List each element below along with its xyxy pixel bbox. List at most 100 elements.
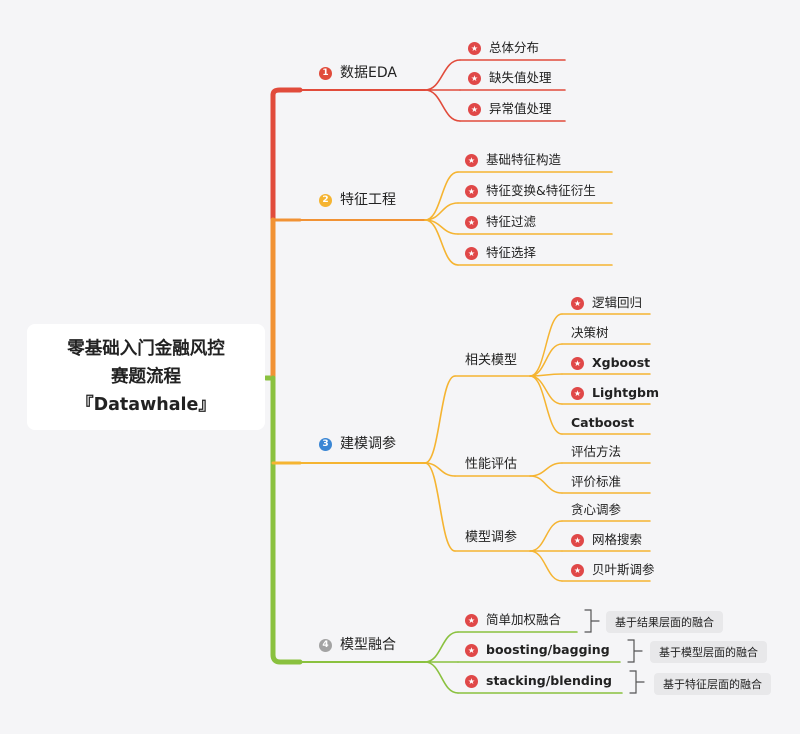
leaf-node[interactable]: ★ 简单加权融合 xyxy=(465,612,561,628)
number-badge-icon: 3 xyxy=(319,437,332,451)
branch3-connector xyxy=(424,462,456,552)
star-badge-icon: ★ xyxy=(468,102,481,116)
leaf-node[interactable]: ★ 异常值处理 xyxy=(468,101,552,117)
branch1-connector xyxy=(424,59,461,91)
leaf-node[interactable]: ★ Xgboost xyxy=(571,355,650,371)
branch4-connector xyxy=(424,661,459,694)
leaf-label: 网格搜索 xyxy=(592,532,643,547)
leaf-node[interactable]: ★ 基础特征构造 xyxy=(465,152,561,168)
leaf-label: 简单加权融合 xyxy=(486,612,562,627)
leaf-node[interactable]: ★ 贝叶斯调参 xyxy=(571,562,655,578)
trunk-green-line xyxy=(270,375,303,665)
leaf-label: Catboost xyxy=(571,415,635,430)
note-bracket xyxy=(627,639,643,663)
branch1-connector xyxy=(424,89,461,122)
sub-node-evaluation[interactable]: 性能评估 xyxy=(465,457,517,473)
leaf-node[interactable]: ★ 逻辑回归 xyxy=(571,295,642,311)
leaf-node[interactable]: Catboost xyxy=(571,415,634,431)
branch2-connector xyxy=(424,219,459,266)
number-badge-icon: 1 xyxy=(319,66,332,80)
star-badge-icon: ★ xyxy=(571,356,584,370)
star-badge-icon: ★ xyxy=(571,386,584,400)
star-badge-icon: ★ xyxy=(465,153,478,167)
leaf-node[interactable]: ★ 特征过滤 xyxy=(465,214,536,230)
branch-label: 数据EDA xyxy=(340,65,397,81)
leaf-label: 特征变换&特征衍生 xyxy=(486,183,596,198)
leaf-node[interactable]: ★ Lightgbm xyxy=(571,385,659,401)
sub-label: 相关模型 xyxy=(465,353,518,368)
leaf-label: 缺失值处理 xyxy=(489,70,552,85)
note-bracket xyxy=(629,670,645,694)
branch-label: 模型融合 xyxy=(340,637,396,653)
branch-label: 特征工程 xyxy=(340,192,396,208)
leaf-label: boosting/bagging xyxy=(486,642,610,657)
fusion-note-tag: 基于特征层面的融合 xyxy=(654,673,771,695)
leaf-label: Xgboost xyxy=(592,355,651,370)
leaf-label: 决策树 xyxy=(571,325,609,340)
leaf-label: 基础特征构造 xyxy=(486,152,562,167)
trunk-top-line xyxy=(270,87,303,98)
number-badge-icon: 2 xyxy=(319,193,332,207)
star-badge-icon: ★ xyxy=(468,71,481,85)
sub-label: 性能评估 xyxy=(465,457,518,472)
leaf-label: 评价标准 xyxy=(571,474,622,489)
branch-model-fusion[interactable]: 4 模型融合 xyxy=(319,637,396,653)
sub-connector xyxy=(529,520,563,552)
note-bracket xyxy=(584,609,600,633)
star-badge-icon: ★ xyxy=(465,643,478,657)
leaf-node[interactable]: 决策树 xyxy=(571,325,609,341)
branch-modeling-tuning[interactable]: 3 建模调参 xyxy=(319,436,396,452)
leaf-node[interactable]: ★ 特征变换&特征衍生 xyxy=(465,183,596,199)
leaf-node[interactable]: 评价标准 xyxy=(571,474,621,490)
leaf-label: 特征选择 xyxy=(486,245,537,260)
star-badge-icon: ★ xyxy=(465,184,478,198)
branch-feature-engineering[interactable]: 2 特征工程 xyxy=(319,192,396,208)
sub-node-models[interactable]: 相关模型 xyxy=(465,353,517,369)
leaf-label: 异常值处理 xyxy=(489,101,552,116)
leaf-node[interactable]: ★ 总体分布 xyxy=(468,40,539,56)
leaf-node[interactable]: ★ 网格搜索 xyxy=(571,532,642,548)
leaf-label: 特征过滤 xyxy=(486,214,537,229)
branch-label: 建模调参 xyxy=(340,436,396,452)
leaf-node[interactable]: ★ stacking/blending xyxy=(465,673,612,689)
sub-connector xyxy=(529,462,563,477)
leaf-label: 总体分布 xyxy=(489,40,540,55)
star-badge-icon: ★ xyxy=(465,246,478,260)
star-badge-icon: ★ xyxy=(465,674,478,688)
root-title-line-1: 零基础入门金融风控 xyxy=(67,339,225,359)
leaf-node[interactable]: ★ 缺失值处理 xyxy=(468,70,552,86)
sub-node-tuning[interactable]: 模型调参 xyxy=(465,530,517,546)
star-badge-icon: ★ xyxy=(465,215,478,229)
star-badge-icon: ★ xyxy=(468,41,481,55)
star-badge-icon: ★ xyxy=(571,296,584,310)
leaf-node[interactable]: 评估方法 xyxy=(571,444,621,460)
number-badge-icon: 4 xyxy=(319,638,332,652)
sub-connector xyxy=(529,475,563,494)
leaf-node[interactable]: ★ boosting/bagging xyxy=(465,642,610,658)
sub-connector xyxy=(529,375,563,435)
fusion-note-tag: 基于模型层面的融合 xyxy=(650,641,767,663)
star-badge-icon: ★ xyxy=(465,613,478,627)
branch-data-eda[interactable]: 1 数据EDA xyxy=(319,65,397,81)
leaf-label: Lightgbm xyxy=(592,385,659,400)
root-title-line-3: 『Datawhale』 xyxy=(76,395,216,415)
star-badge-icon: ★ xyxy=(571,533,584,547)
sub-label: 模型调参 xyxy=(465,530,518,545)
branch2-connector xyxy=(424,171,459,221)
branch4-connector xyxy=(424,631,459,663)
star-badge-icon: ★ xyxy=(571,563,584,577)
leaf-node[interactable]: 贪心调参 xyxy=(571,502,621,518)
leaf-label: 评估方法 xyxy=(571,444,622,459)
leaf-label: 贪心调参 xyxy=(571,502,622,517)
sub-connector xyxy=(529,343,563,377)
fusion-note-tag: 基于结果层面的融合 xyxy=(606,611,723,633)
sub-connector xyxy=(529,550,563,582)
root-node[interactable]: 零基础入门金融风控 赛题流程 『Datawhale』 xyxy=(27,324,265,430)
leaf-label: 贝叶斯调参 xyxy=(592,562,655,577)
root-title-line-2: 赛题流程 xyxy=(111,367,181,387)
branch3-connector xyxy=(424,375,456,464)
leaf-label: stacking/blending xyxy=(486,673,612,688)
leaf-node[interactable]: ★ 特征选择 xyxy=(465,245,536,261)
